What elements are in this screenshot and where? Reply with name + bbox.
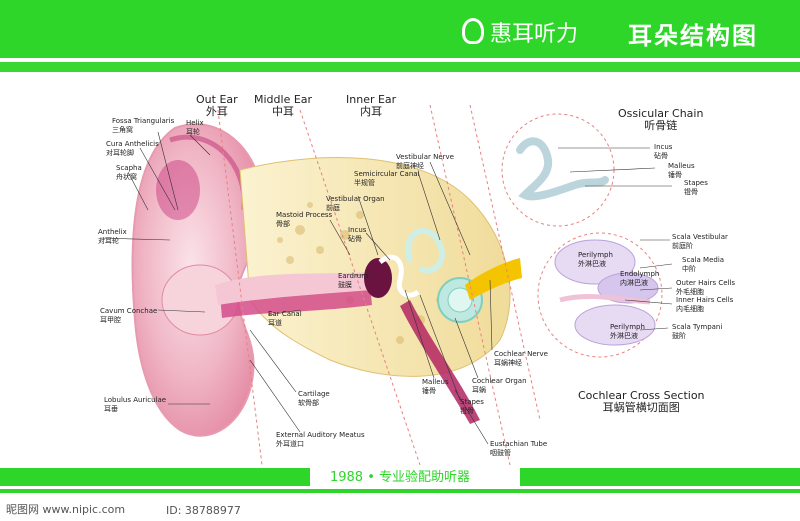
- ossicular-circle: [501, 113, 615, 227]
- header-bar: [0, 0, 800, 58]
- watermark-right: ID: 38788977: [166, 504, 241, 517]
- brand-logo-icon: [462, 18, 484, 44]
- region-dividers: [217, 104, 541, 466]
- fossa-dark: [156, 160, 200, 220]
- footer-slogan: 1988 • 专业验配助听器: [329, 470, 471, 485]
- ear-canal-skin: [215, 272, 372, 305]
- brand-name: 惠耳听力: [490, 22, 579, 47]
- footer-stripe: [0, 489, 800, 493]
- watermark-left: 昵图网 www.nipic.com: [6, 503, 126, 516]
- eardrum-shape: [364, 258, 392, 298]
- page-title: 耳朵结构图: [628, 22, 758, 50]
- ossicles-shape: [378, 254, 420, 298]
- semicircular-shape: [405, 227, 445, 274]
- nerve-shape: [465, 258, 522, 300]
- eustachian-shape: [400, 300, 480, 424]
- leader-lines: [99, 131, 673, 445]
- ossicles-detail: [516, 137, 609, 201]
- footer-pill: [310, 465, 520, 487]
- header-stripe: [0, 62, 800, 72]
